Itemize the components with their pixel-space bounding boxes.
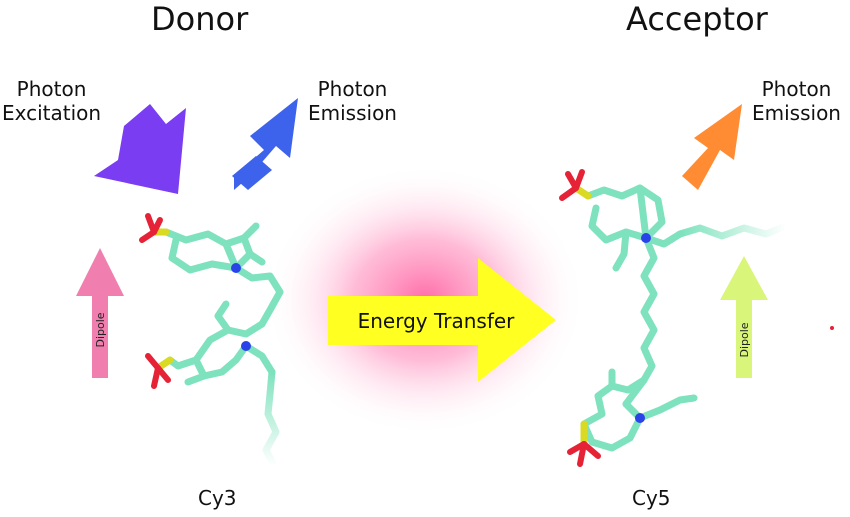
acceptor-title: Acceptor <box>626 0 768 38</box>
cy5-molecule <box>559 169 790 467</box>
donor-emission-label: Photon Emission <box>308 77 397 125</box>
energy-transfer-arrow <box>328 258 556 382</box>
donor-dipole-label: Dipole <box>94 312 107 347</box>
acceptor-emission-label: Photon Emission <box>752 77 841 125</box>
donor-title: Donor <box>151 0 249 38</box>
acceptor-dipole-arrow <box>720 256 768 378</box>
donor-molecule-label: Cy3 <box>198 486 237 510</box>
acceptor-dipole-label: Dipole <box>738 322 751 357</box>
donor-dipole-arrow <box>76 248 124 378</box>
donor-photon-emission-arrow-body <box>232 156 272 190</box>
acceptor-molecule-label: Cy5 <box>632 486 671 510</box>
cy3-molecule <box>139 213 284 470</box>
acceptor-photon-emission-arrow <box>682 104 742 190</box>
photon-excitation-arrow <box>94 104 186 194</box>
donor-excitation-label: Photon Excitation <box>2 77 102 125</box>
energy-transfer-label: Energy Transfer <box>358 309 516 333</box>
stray-oxygen-mark <box>830 326 834 330</box>
